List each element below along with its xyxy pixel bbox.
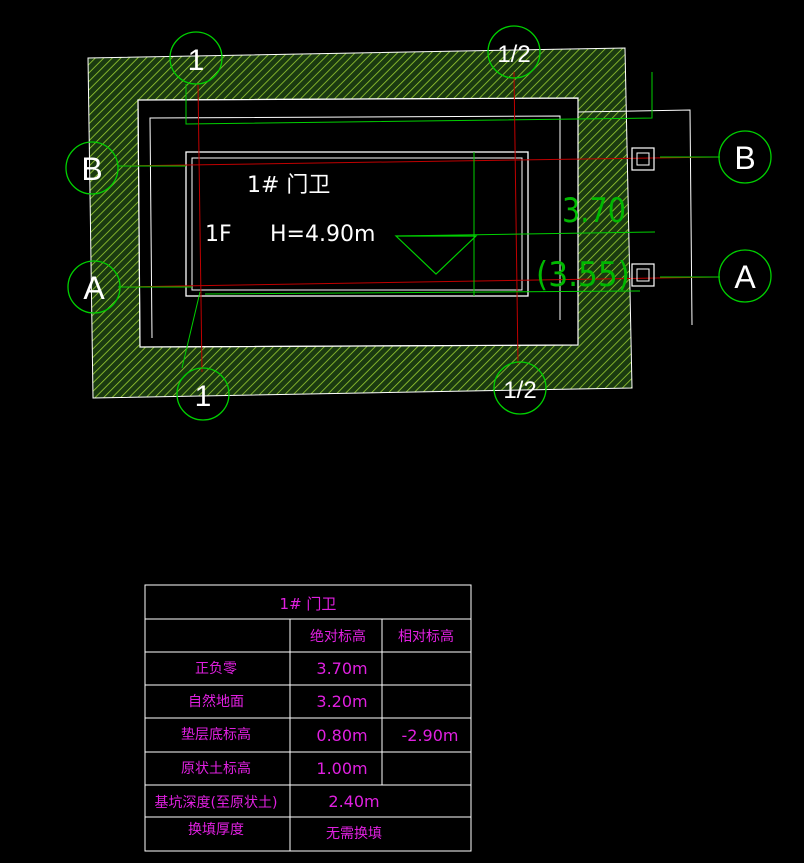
green-leader	[185, 72, 653, 125]
table-row-label: 原状土标高	[181, 760, 251, 777]
table-row-absolute: 0.80m	[316, 726, 367, 745]
svg-text:B: B	[734, 140, 755, 176]
axis-marker-1-2-bottom: 1/2	[493, 361, 547, 415]
axis-1-bottom-leader	[181, 291, 201, 369]
building-inner	[191, 157, 523, 291]
axis-marker-a-left: A	[67, 260, 121, 314]
column-marker-a	[631, 263, 655, 287]
table-row-absolute: 3.70m	[316, 659, 367, 678]
axis-marker-a-right: A	[718, 249, 772, 303]
table-row-label: 自然地面	[188, 693, 244, 710]
floor-label: 1F	[205, 222, 232, 247]
table-row-label: 正负零	[195, 661, 237, 677]
table-header-absolute: 绝对标高	[310, 628, 366, 645]
table-row-label: 垫层底标高	[181, 726, 251, 743]
elevation-line-355	[204, 290, 641, 295]
elevation-line-370	[395, 231, 656, 237]
grid-line-1	[197, 83, 203, 373]
building-label: 1# 门卫	[247, 173, 330, 198]
building-outer	[185, 151, 529, 297]
table-row-absolute: 3.20m	[316, 692, 367, 711]
axis-marker-1-bottom: 1	[176, 367, 230, 421]
inner-offset-line	[149, 115, 561, 339]
column-marker-b	[631, 147, 655, 171]
table-row-label: 换填厚度	[188, 821, 244, 838]
svg-text:A: A	[734, 259, 756, 295]
right-offset-line	[577, 109, 693, 326]
svg-text:A: A	[83, 270, 105, 306]
elevation-secondary: (3.55)	[536, 255, 630, 295]
table-row-absolute: 1.00m	[316, 759, 367, 778]
svg-text:B: B	[81, 151, 102, 187]
svg-text:1: 1	[188, 44, 205, 77]
grid-line-1-2	[513, 71, 519, 365]
table-row-absolute: 无需换填	[326, 825, 382, 842]
elevation-table	[144, 584, 472, 852]
svg-text:1/2: 1/2	[497, 41, 530, 68]
table-row-absolute: 2.40m	[328, 792, 379, 811]
grid-line-b	[117, 156, 721, 167]
svg-text:1/2: 1/2	[503, 377, 536, 404]
table-title: 1# 门卫	[280, 595, 337, 613]
axis-marker-1-2-top: 1/2	[487, 25, 541, 79]
table-row-label: 基坑深度(至原状土)	[155, 794, 278, 811]
svg-text:1: 1	[195, 380, 212, 413]
pit-outline	[137, 97, 579, 348]
axis-marker-b-left: B	[65, 141, 119, 195]
grid-line-a	[117, 276, 721, 288]
elevation-main: 3.70	[562, 191, 626, 231]
table-header-relative: 相对标高	[398, 628, 454, 645]
elevation-triangle-icon	[394, 235, 478, 275]
height-label: H=4.90m	[270, 222, 375, 247]
axis-marker-b-right: B	[718, 130, 772, 184]
axis-marker-1-top: 1	[169, 31, 223, 85]
table-row-relative: -2.90m	[402, 726, 459, 745]
